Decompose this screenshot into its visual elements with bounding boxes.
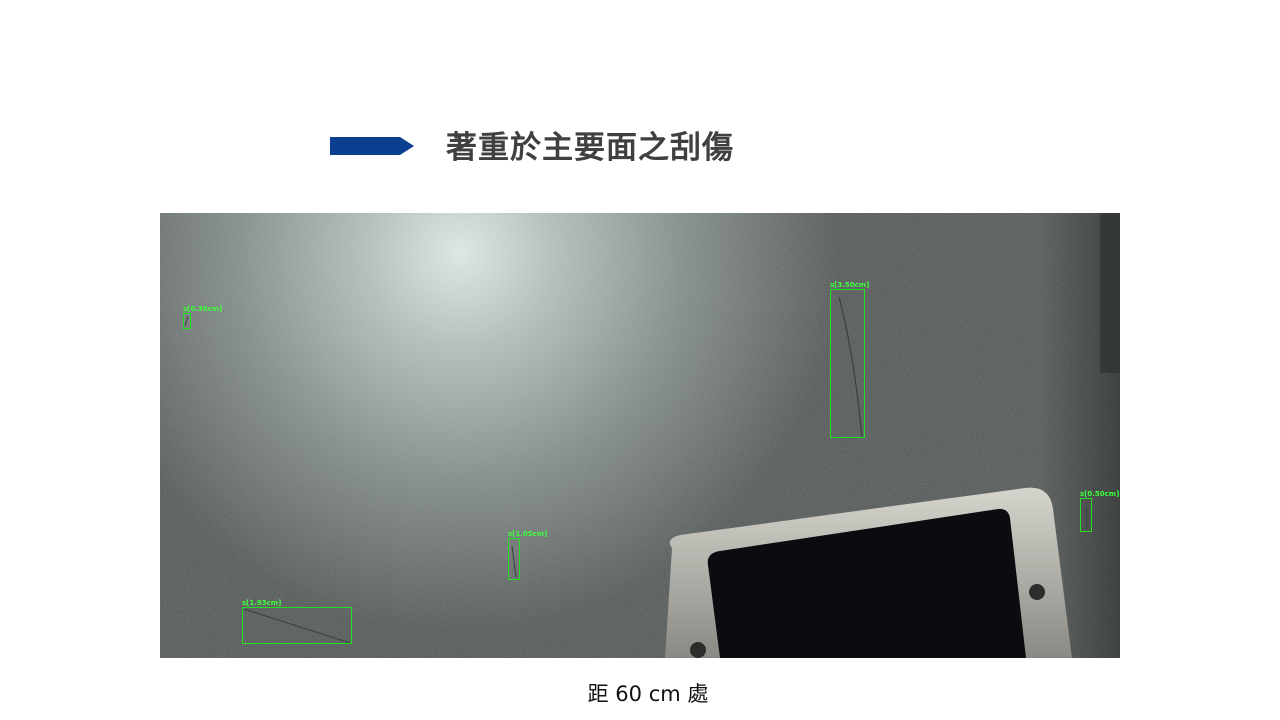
arrow-right-icon <box>330 137 414 155</box>
panel-cutout <box>665 487 1072 658</box>
scratch-box <box>183 313 191 329</box>
scratch-label: s[1.93cm] <box>242 599 282 607</box>
scratch-box <box>508 538 520 580</box>
scratch-label: s[0.36cm] <box>183 305 223 313</box>
scratch-label: s[0.50cm] <box>1080 490 1120 498</box>
scratch-box <box>242 607 352 644</box>
slide-title: 著重於主要面之刮傷 <box>446 130 734 166</box>
scratch-label: s[1.05cm] <box>508 530 548 538</box>
scratch-label: s[3.50cm] <box>830 281 870 289</box>
inspection-photo: s[0.36cm] s[3.50cm] s[0.50cm] s[1.05cm] … <box>160 213 1120 658</box>
scratch-box <box>1080 498 1092 532</box>
scratch-box <box>830 289 865 438</box>
photo-caption: 距 60 cm 處 <box>587 682 709 706</box>
